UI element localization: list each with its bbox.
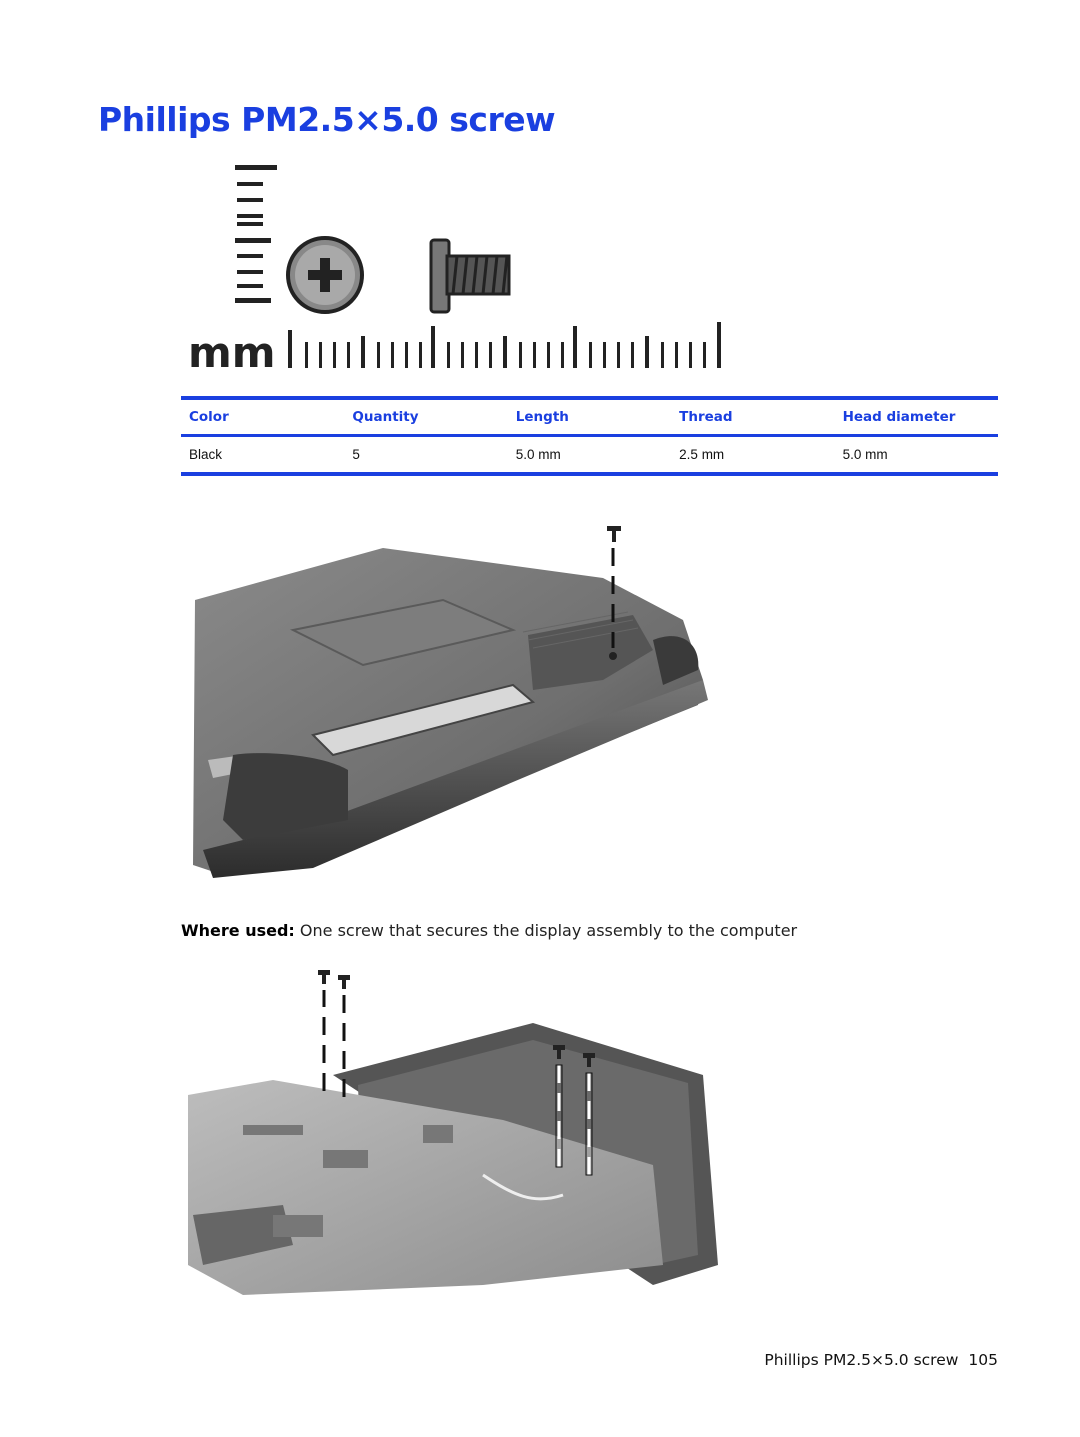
mm-label: mm [188,328,276,375]
table-row: Black 5 5.0 mm 2.5 mm 5.0 mm [181,437,998,472]
horizontal-ruler [288,322,721,368]
table-rule-top [181,396,998,400]
cell-head-diameter: 5.0 mm [842,447,888,462]
page-footer: Phillips PM2.5×5.0 screw 105 [754,1351,998,1369]
where-used-label: Where used: [181,921,295,940]
header-length: Length [515,409,569,425]
screw-spec-table: Color Quantity Length Thread Head diamet… [181,396,998,476]
screw-side-icon [429,238,511,314]
header-thread: Thread [679,409,733,425]
cell-quantity: 5 [352,447,360,462]
header-quantity: Quantity [352,409,419,425]
screw-callout-right-icon [553,1045,595,1176]
header-color: Color [189,409,229,425]
display-assembly-photo [188,970,718,1295]
screw-head-icon [286,236,364,314]
table-rule-middle [181,434,998,437]
cell-length: 5.0 mm [515,447,561,462]
vertical-ruler [235,165,277,303]
screw-scale-illustration: mm [188,165,721,375]
screw-callout-icon [607,526,621,648]
table-rule-bottom [181,472,998,476]
screw-callout-left-icon [318,970,350,1097]
table-header-row: Color Quantity Length Thread Head diamet… [181,400,998,434]
footer-section-title: Phillips PM2.5×5.0 screw [764,1351,959,1369]
where-used-description: One screw that secures the display assem… [299,921,798,940]
header-head-diameter: Head diameter [842,409,956,425]
where-used-text: Where used: One screw that secures the d… [181,921,797,940]
page-title: Phillips PM2.5×5.0 screw [98,100,556,139]
cell-thread: 2.5 mm [679,447,725,462]
computer-bottom-photo [193,526,708,878]
page-number: 105 [968,1351,998,1369]
cell-color: Black [189,447,223,462]
